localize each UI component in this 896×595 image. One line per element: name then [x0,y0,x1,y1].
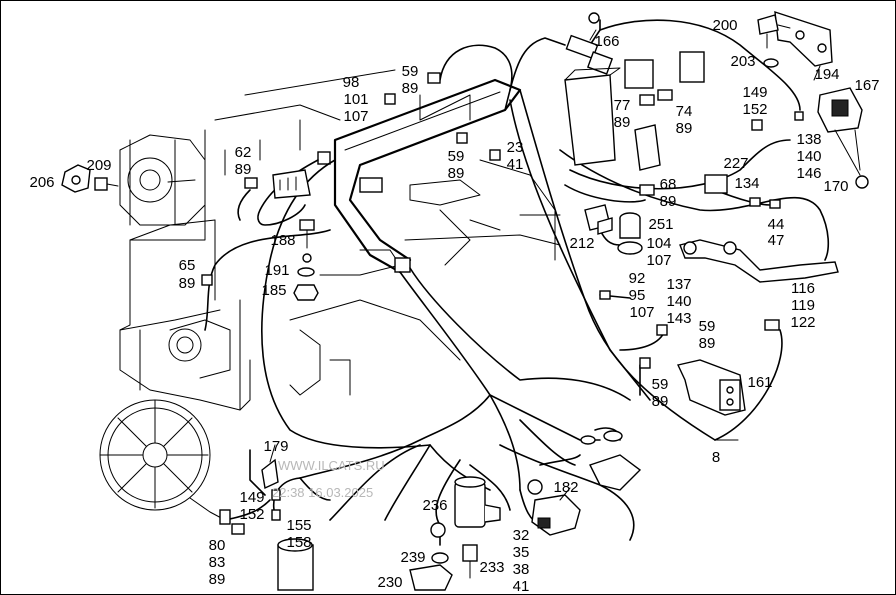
watermark-stamp: 22:38 16.03.2025 [272,485,373,500]
callout-140: 140 [666,293,691,310]
callout-89: 89 [448,165,465,182]
callout-167: 167 [854,77,879,94]
callout-149: 149 [742,84,767,101]
alternator [119,134,206,226]
callout-122: 122 [790,314,815,331]
callout-41: 41 [507,156,524,173]
leader-lines [167,24,861,501]
callout-134: 134 [734,175,759,192]
watermark-site: WWW.ILCATS.RU [278,458,385,473]
callout-labels: 8 23 41 59 89 59 89 62 89 65 89 68 89 74… [29,17,879,595]
callout-152: 152 [742,101,767,118]
callout-227: 227 [723,155,748,172]
callout-89: 89 [209,571,226,588]
callout-89: 89 [235,161,252,178]
callout-230: 230 [377,574,402,591]
callout-185: 185 [261,282,286,299]
callout-182: 182 [553,479,578,496]
callout-98: 98 [343,74,360,91]
callout-203: 203 [730,53,755,70]
callout-143: 143 [666,310,691,327]
callout-146: 146 [796,165,821,182]
callout-89: 89 [660,193,677,210]
callout-212: 212 [569,235,594,252]
callout-59: 59 [652,376,669,393]
callout-32: 32 [513,527,530,544]
wiring [204,19,830,546]
callout-62: 62 [235,144,252,161]
callout-47: 47 [768,232,785,249]
callout-233: 233 [479,559,504,576]
callout-101: 101 [343,91,368,108]
callout-140: 140 [796,148,821,165]
callout-59: 59 [448,148,465,165]
callout-107: 107 [629,304,654,321]
callout-89: 89 [676,120,693,137]
callout-107: 107 [343,108,368,125]
callout-68: 68 [660,176,677,193]
callout-179: 179 [263,438,288,455]
watermark: WWW.ILCATS.RU 22:38 16.03.2025 [272,458,385,500]
callout-166: 166 [594,33,619,50]
callout-107: 107 [646,252,671,269]
callout-119: 119 [791,297,815,314]
callout-149: 149 [239,489,264,506]
callout-23: 23 [507,139,524,156]
callout-83: 83 [209,554,226,571]
callout-89: 89 [699,335,716,352]
cooling-fan [99,399,226,521]
callout-194: 194 [814,66,839,83]
callout-191: 191 [264,262,289,279]
callout-152: 152 [239,506,264,523]
callout-137: 137 [666,276,691,293]
callout-155: 155 [286,517,311,534]
callout-200: 200 [712,17,737,34]
callout-38: 38 [513,561,530,578]
callout-104: 104 [646,235,671,252]
callout-170: 170 [823,178,848,195]
engine-block [119,69,561,411]
callout-95: 95 [629,287,646,304]
callout-59: 59 [699,318,716,335]
callout-89: 89 [652,393,669,410]
callout-80: 80 [209,537,226,554]
callout-77: 77 [614,97,631,114]
callout-74: 74 [676,103,693,120]
callout-158: 158 [286,534,311,551]
callout-59: 59 [402,63,419,80]
callout-236: 236 [422,497,447,514]
callout-116: 116 [791,280,815,297]
callout-44: 44 [768,216,785,233]
callout-206: 206 [29,174,54,191]
callout-41: 41 [513,578,530,595]
callout-8: 8 [712,449,720,466]
callout-89: 89 [402,80,419,97]
harness-duct [317,78,522,274]
callout-209: 209 [86,157,111,174]
callout-161: 161 [747,374,772,391]
callout-251: 251 [648,216,673,233]
components [61,10,869,591]
callout-188: 188 [270,232,295,249]
callout-239: 239 [400,549,425,566]
callout-89: 89 [614,114,631,131]
callout-92: 92 [629,270,646,287]
callout-35: 35 [513,544,530,561]
callout-65: 65 [179,257,196,274]
callout-138: 138 [796,131,821,148]
callout-89: 89 [179,275,196,292]
